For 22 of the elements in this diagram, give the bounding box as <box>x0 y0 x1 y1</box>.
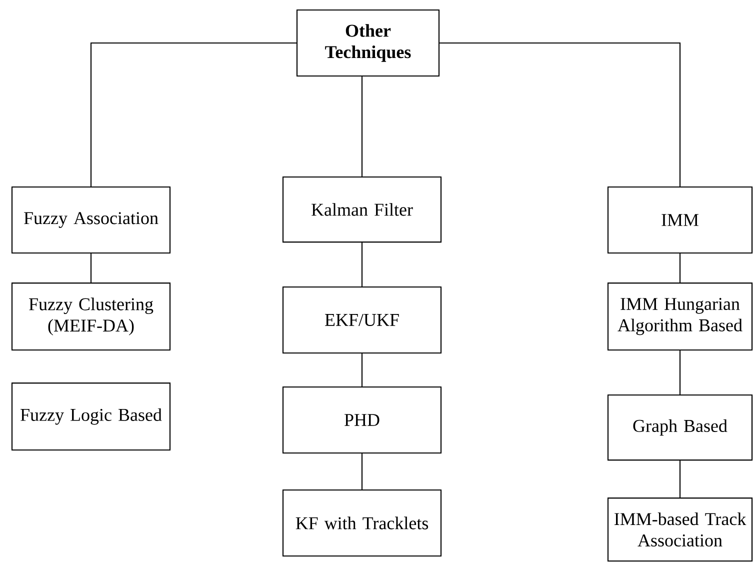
connector-line <box>90 254 92 282</box>
process-box: Fuzzy Clustering (MEIF-DA) <box>11 282 171 350</box>
connector-line <box>361 242 363 286</box>
process-box: Kalman Filter <box>282 176 442 243</box>
process-box: Fuzzy Logic Based <box>11 382 171 450</box>
process-box: Graph Based <box>607 394 753 461</box>
process-box: Fuzzy Association <box>11 186 171 254</box>
connector-line <box>361 454 363 490</box>
connector-line <box>361 354 363 386</box>
process-box: IMM <box>607 186 753 254</box>
process-box: KF with Tracklets <box>282 489 442 557</box>
connector-line <box>90 42 296 186</box>
process-box: IMM Hungarian Algorithm Based <box>607 282 753 350</box>
connector-line <box>361 76 363 176</box>
title-box: Other Techniques <box>296 9 440 77</box>
connector-line <box>440 42 681 186</box>
process-box: PHD <box>282 386 442 454</box>
process-box: IMM-based Track Association <box>607 498 753 562</box>
connector-line <box>679 350 681 394</box>
connector-line <box>679 460 681 498</box>
connector-line <box>679 254 681 282</box>
process-box: EKF/UKF <box>282 286 442 354</box>
